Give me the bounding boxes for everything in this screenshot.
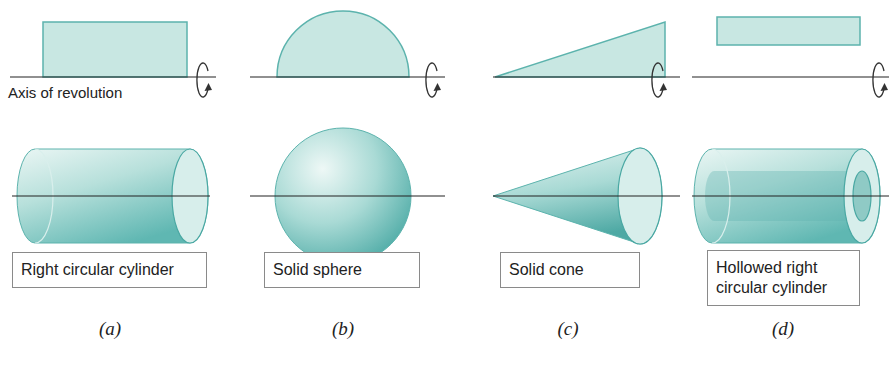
- semicircle-region: [277, 11, 409, 77]
- part-letter: (a): [99, 318, 121, 340]
- rotation-arrow: [426, 63, 441, 97]
- axis-line: [250, 76, 445, 77]
- hollow-cylinder-solid: [692, 149, 889, 243]
- rotation-arrow: [873, 63, 888, 97]
- rotation-arrow: [652, 63, 667, 97]
- rectangle-region: [43, 22, 187, 77]
- sphere-solid: [250, 128, 445, 264]
- node-text: Right circular cylinder: [21, 260, 198, 280]
- part-letter: (c): [557, 318, 578, 340]
- label-box: Solid sphere: [264, 252, 420, 288]
- axis-line: [10, 76, 216, 77]
- node-text: Solid sphere: [273, 260, 411, 280]
- cone-solid: [493, 148, 680, 244]
- node-text: Solid cone: [509, 260, 631, 280]
- axis-label: Axis of revolution: [8, 84, 122, 101]
- axis-line: [692, 76, 889, 77]
- rotation-arrow: [197, 63, 212, 97]
- cylinder-solid: [12, 149, 210, 243]
- label-box: Solid cone: [500, 252, 640, 288]
- triangle-region: [495, 22, 665, 77]
- label-box: Hollowed right circular cylinder: [707, 250, 860, 306]
- label-box: Right circular cylinder: [12, 252, 207, 288]
- part-letter: (d): [772, 318, 794, 340]
- rectangle-region: [717, 17, 860, 45]
- node-text: Hollowed right circular cylinder: [716, 258, 851, 298]
- part-letter: (b): [332, 318, 354, 340]
